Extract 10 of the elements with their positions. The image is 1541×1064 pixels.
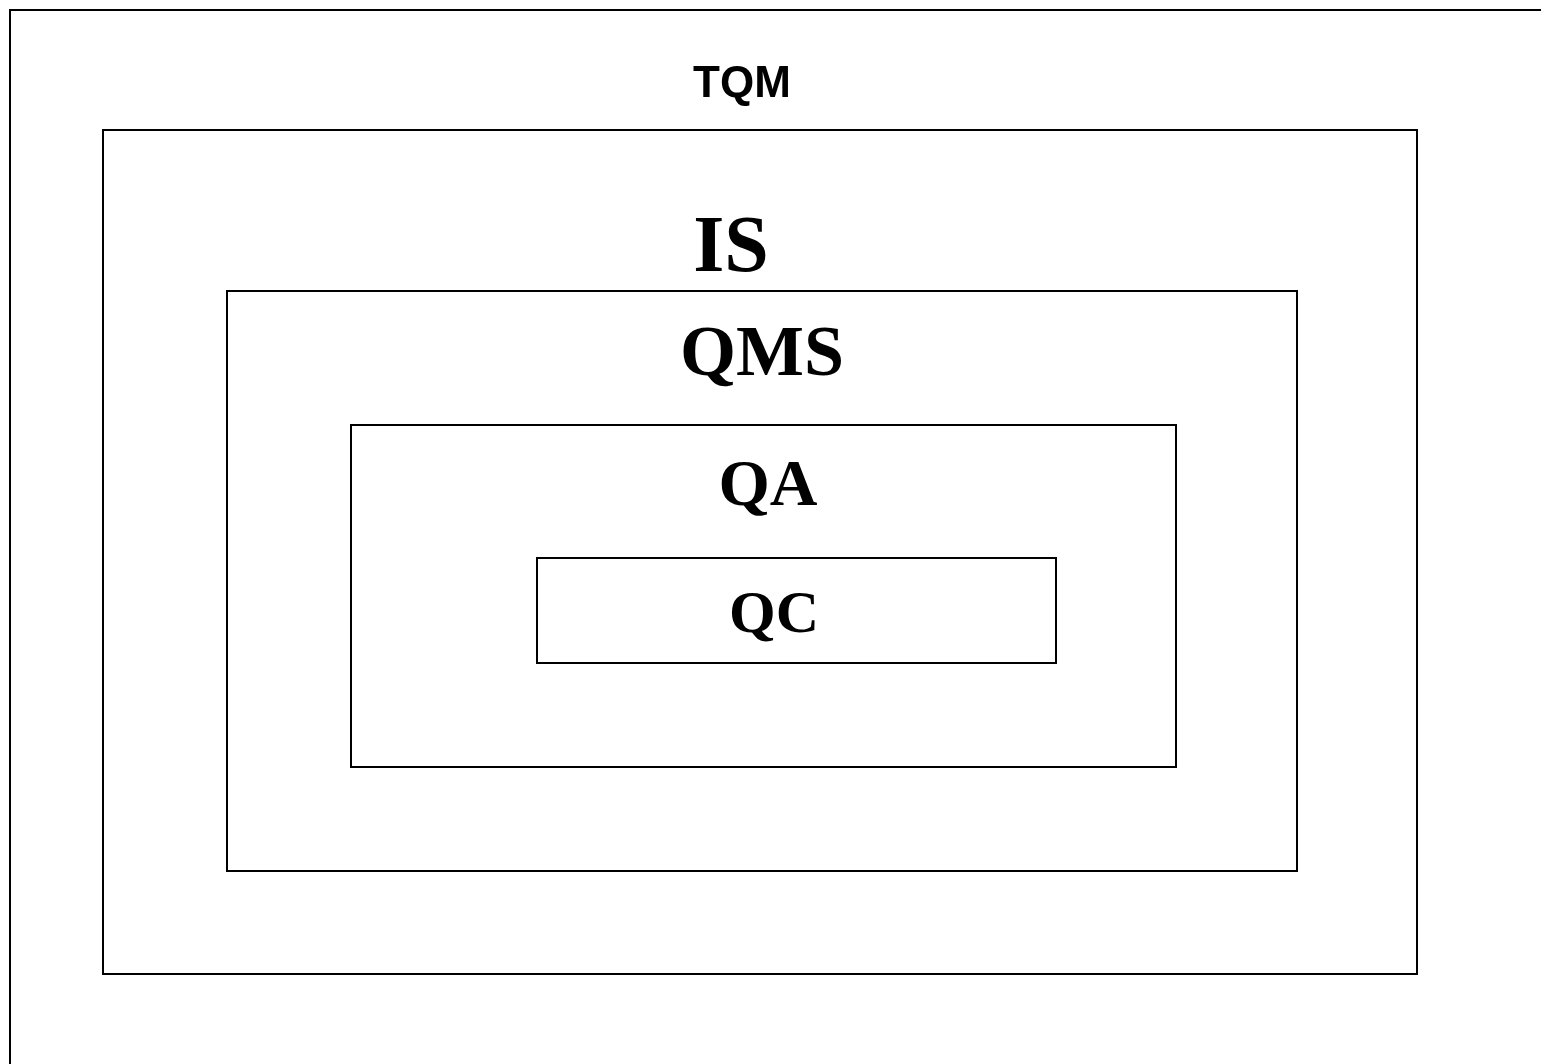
nested-box <box>536 557 1057 664</box>
nested-box <box>102 129 1418 975</box>
box-label: IS <box>693 204 769 284</box>
box-label: QC <box>729 582 819 642</box>
nested-box <box>226 290 1298 872</box>
box-label: TQM <box>693 60 791 104</box>
box-label: QMS <box>680 315 844 387</box>
nested-box <box>350 424 1177 768</box>
nested-box <box>9 9 1541 1064</box>
box-label: QA <box>718 450 818 516</box>
